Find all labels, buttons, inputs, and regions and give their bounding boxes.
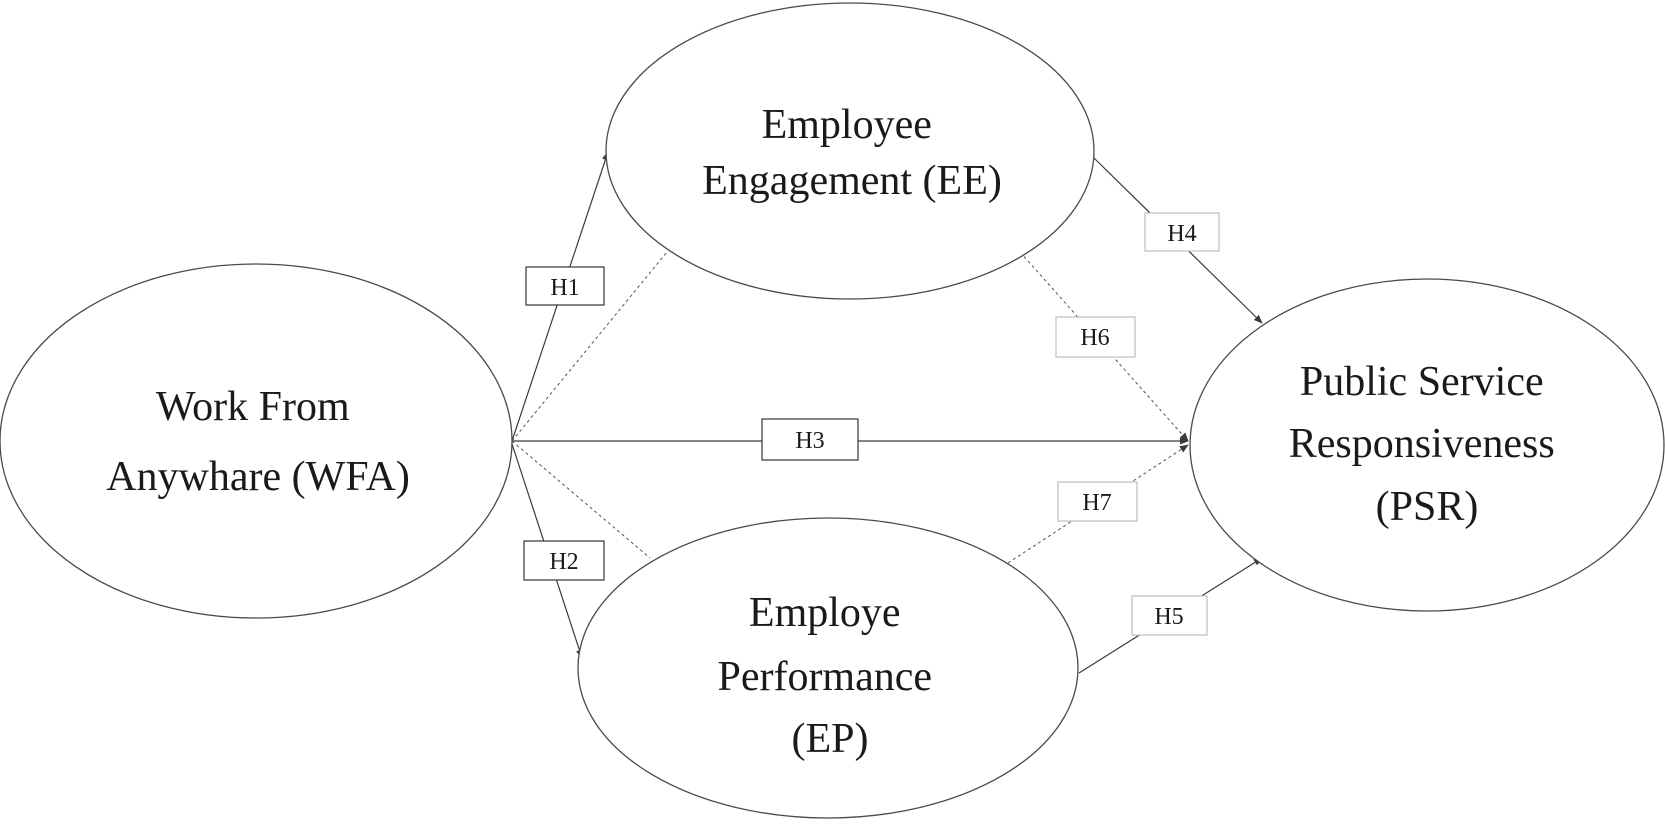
node-ee-line-2: Engagement (EE)	[702, 158, 1002, 204]
hypothesis-label-h5: H5	[1131, 595, 1208, 636]
edge-mediation-wfa-to-ep	[511, 440, 651, 559]
hypothesis-label-h7: H7	[1057, 481, 1138, 522]
node-psr-line-2: Responsiveness	[1289, 421, 1555, 467]
node-ep-line-1: Employe	[749, 590, 901, 636]
hypothesis-label-h3: H3	[761, 418, 859, 461]
node-wfa-line-1: Work From	[156, 384, 350, 430]
node-ep-ellipse	[577, 517, 1079, 819]
hypothesis-h1-text: H1	[550, 275, 579, 301]
svg-text:Work From Anywhare (WFA): Work From Anywhare (WFA)	[106, 384, 410, 500]
svg-text:Employe Performance: Employe Performance (EP)	[717, 590, 942, 762]
edge-mediation-wfa-to-ee	[511, 251, 668, 442]
node-ee-ellipse	[605, 2, 1095, 300]
hypothesis-h2-text: H2	[549, 549, 578, 575]
node-psr-ellipse	[1189, 278, 1665, 612]
node-wfa: Work From Anywhare (WFA)	[0, 263, 513, 619]
node-ep: Employe Performance (EP)	[577, 517, 1079, 819]
svg-text:Employee Engagement (EE): Employee Engagement (EE)	[702, 102, 1002, 204]
hypothesis-h7-text: H7	[1082, 490, 1111, 516]
svg-text:Public Service Responsiv: Public Service Responsiveness (PSR)	[1289, 359, 1566, 530]
hypothesis-label-h6: H6	[1055, 316, 1136, 358]
node-psr-line-3: (PSR)	[1376, 484, 1479, 530]
hypothesis-label-h4: H4	[1144, 212, 1220, 252]
node-wfa-line-2: Anywhare (WFA)	[106, 454, 410, 500]
hypothesis-h5-text: H5	[1154, 604, 1183, 630]
hypothesis-label-h2: H2	[523, 540, 605, 581]
hypothesis-h6-text: H6	[1080, 325, 1109, 351]
hypothesis-label-h1: H1	[525, 266, 605, 306]
node-psr: Public Service Responsiveness (PSR)	[1189, 278, 1665, 612]
node-ep-line-2: Performance	[717, 654, 932, 700]
hypothesis-h4-text: H4	[1167, 221, 1196, 247]
node-ep-line-3: (EP)	[792, 716, 869, 762]
node-ee-line-1: Employee	[762, 102, 932, 148]
node-ee: Employee Engagement (EE)	[605, 2, 1095, 300]
node-psr-line-1: Public Service	[1300, 359, 1544, 405]
node-wfa-ellipse	[0, 263, 513, 619]
hypothesis-h3-text: H3	[795, 428, 824, 454]
